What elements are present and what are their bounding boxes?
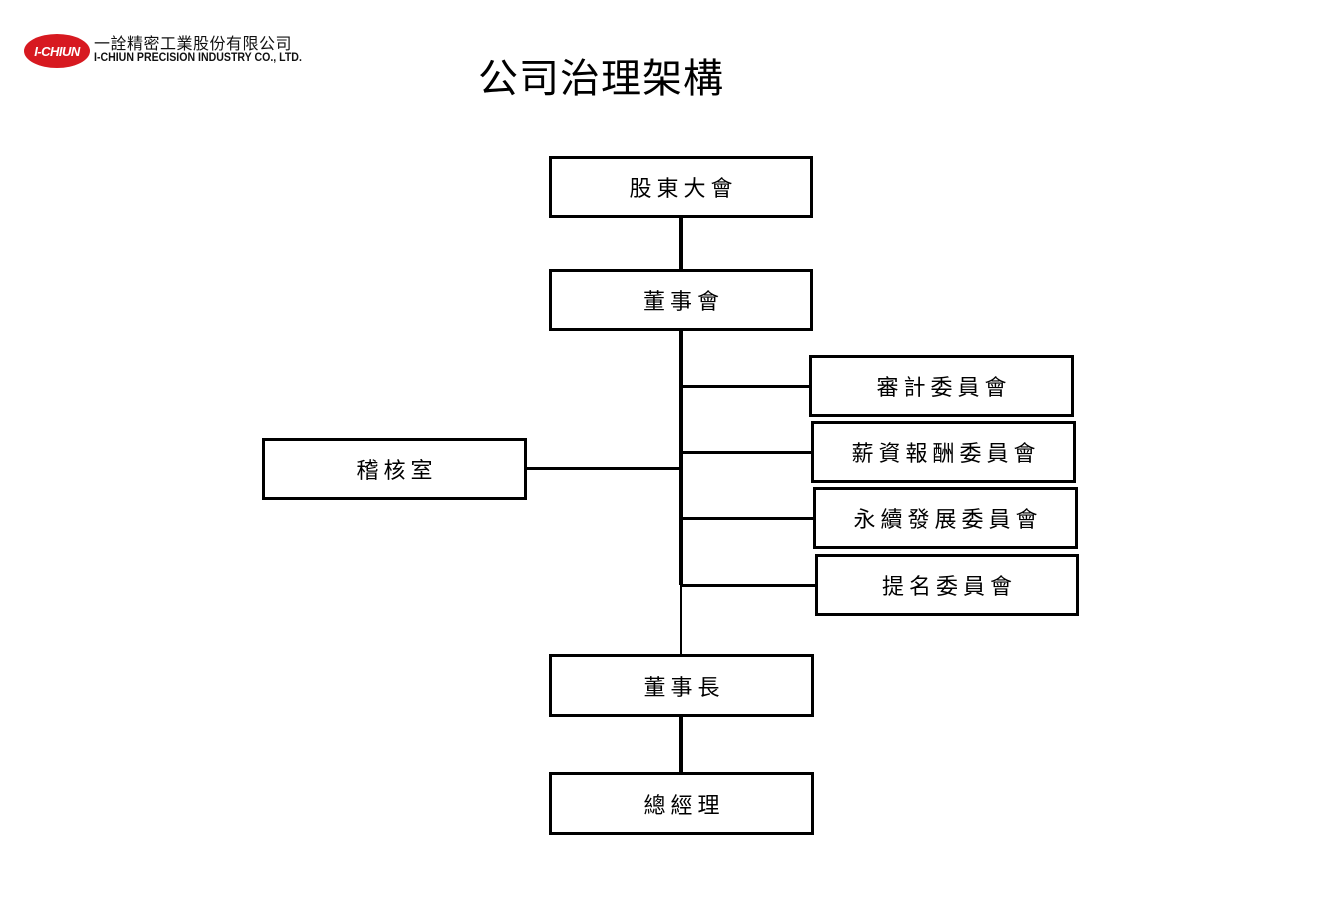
node-audit-committee: 審計委員會 bbox=[809, 355, 1074, 417]
connector-sustainability-committee bbox=[681, 517, 816, 520]
connector-board-trunk bbox=[679, 329, 683, 585]
node-label: 提名委員會 bbox=[881, 575, 1017, 600]
node-internal-audit-office: 稽核室 bbox=[262, 438, 527, 500]
logo-badge-text: I-CHIUN bbox=[34, 43, 80, 59]
connector-chairman-gm bbox=[679, 714, 683, 775]
node-label: 董事會 bbox=[642, 290, 724, 315]
page-title: 公司治理架構 bbox=[478, 56, 724, 102]
node-nomination-committee: 提名委員會 bbox=[815, 554, 1079, 616]
node-board-of-directors: 董事會 bbox=[549, 269, 813, 331]
connector-compensation-committee bbox=[681, 451, 814, 454]
connector-shareholders-board bbox=[679, 215, 683, 272]
node-label: 薪資報酬委員會 bbox=[851, 442, 1041, 467]
logo-badge: I-CHIUN bbox=[24, 34, 90, 68]
node-shareholders-meeting: 股東大會 bbox=[549, 156, 813, 218]
node-sustainability-committee: 永續發展委員會 bbox=[813, 487, 1078, 549]
company-logo: I-CHIUN 一詮精密工業股份有限公司 I-CHIUN PRECISION I… bbox=[24, 30, 344, 74]
node-label: 總經理 bbox=[643, 793, 725, 819]
node-chairman: 董事長 bbox=[549, 654, 814, 717]
connector-internal-audit bbox=[524, 467, 681, 470]
logo-english-name: I-CHIUN PRECISION INDUSTRY CO., LTD. bbox=[94, 52, 302, 64]
node-compensation-committee: 薪資報酬委員會 bbox=[811, 421, 1076, 483]
connector-audit-committee bbox=[681, 385, 812, 388]
node-label: 稽核室 bbox=[356, 459, 438, 484]
node-label: 董事長 bbox=[643, 675, 725, 701]
node-label: 審計委員會 bbox=[876, 376, 1012, 401]
logo-chinese-name: 一詮精密工業股份有限公司 bbox=[94, 34, 293, 53]
connector-trunk-thin bbox=[680, 585, 682, 657]
node-label: 股東大會 bbox=[629, 177, 738, 202]
node-label: 永續發展委員會 bbox=[853, 508, 1043, 533]
node-general-manager: 總經理 bbox=[549, 772, 814, 835]
connector-nomination-committee bbox=[681, 584, 818, 587]
